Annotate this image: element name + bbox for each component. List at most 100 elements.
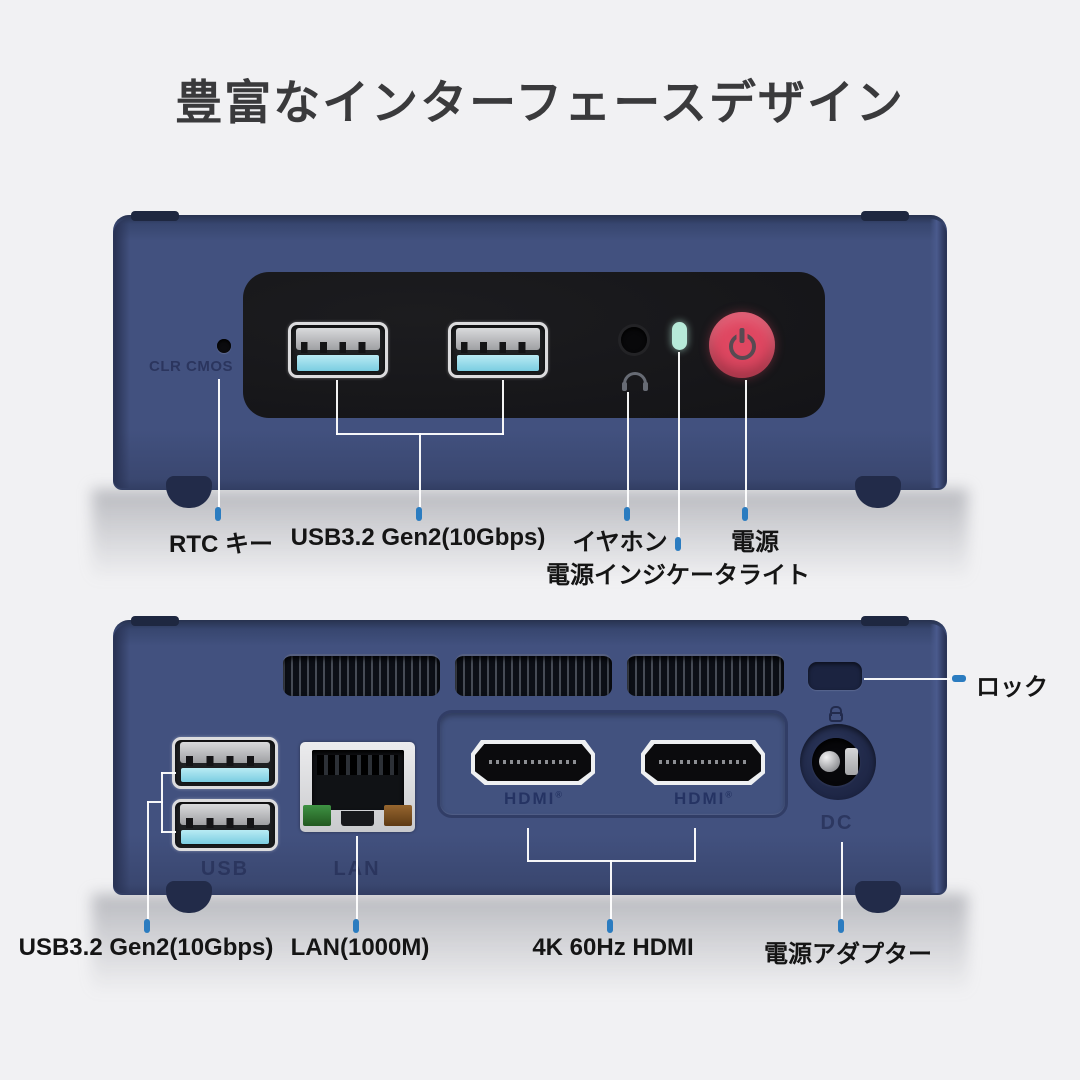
back-usb-port-1 (172, 737, 278, 789)
hdmi-socket (645, 744, 761, 781)
back-device-shadow (92, 894, 968, 1016)
tick-hdmi (607, 919, 613, 933)
callout-stub-usb1 (161, 772, 176, 774)
usb-contacts (186, 755, 264, 766)
power-icon (728, 333, 756, 360)
usb-contacts (461, 342, 535, 353)
tick-usb (416, 507, 422, 521)
usb-contacts (186, 817, 264, 828)
tick-lock (952, 675, 966, 682)
registered-mark: ® (725, 789, 733, 800)
usb-tongue (181, 829, 269, 844)
vent-grille-3 (627, 654, 784, 696)
callout-line-lan (356, 836, 358, 919)
tick-power (742, 507, 748, 521)
callout-line-usb-center (419, 433, 421, 507)
label-hdmi: 4K 60Hz HDMI (532, 934, 694, 961)
rubber-foot (855, 476, 901, 508)
dc-center-pin (819, 751, 840, 772)
left-bevel (113, 219, 130, 488)
callout-line-lock (864, 678, 950, 680)
tick-back-usb (144, 919, 150, 933)
hdmi-pins (488, 760, 578, 765)
back-usb-port-2 (172, 799, 278, 851)
power-button (709, 312, 775, 378)
top-edge-tab (131, 211, 179, 221)
dc-port-word: DC (820, 812, 854, 834)
top-edge-tab (131, 616, 179, 626)
mini-pc-back-view: USB LAN HDMI® HDMI® DC (113, 616, 947, 913)
callout-line-hdmi1 (527, 828, 529, 862)
callout-line-power (745, 380, 747, 507)
usb-tongue (181, 767, 269, 782)
label-power-indicator: 電源インジケータライト (546, 562, 810, 589)
vent-grille-1 (283, 654, 440, 696)
front-io-panel (243, 272, 825, 418)
tick-indicator (675, 537, 681, 551)
rubber-foot (855, 881, 901, 913)
lan-port-word: LAN (333, 858, 380, 881)
hdmi-port-1 (471, 740, 595, 785)
rj45-socket (311, 750, 404, 811)
top-edge-tab (861, 616, 909, 626)
page-title: 豊富なインターフェースデザイン (175, 76, 905, 129)
front-device-shadow (92, 489, 968, 601)
callout-line-usb2 (502, 380, 504, 435)
callout-line-back-usb (147, 801, 149, 919)
callout-line-hdmi2 (694, 828, 696, 862)
registered-mark: ® (555, 789, 563, 800)
callout-line-hdmi-center (610, 860, 612, 919)
clr-cmos-pinhole (217, 339, 231, 353)
usb-contacts (301, 342, 375, 353)
usb-tongue (456, 355, 540, 371)
clr-cmos-label: CLR CMOS (149, 358, 233, 375)
padlock-icon (829, 712, 843, 722)
dc-side-tab (845, 748, 858, 775)
front-usb-port-1 (288, 322, 388, 378)
label-front-usb: USB3.2 Gen2(10Gbps) (290, 524, 546, 551)
rubber-foot (166, 476, 212, 508)
left-bevel (113, 624, 130, 893)
label-back-usb: USB3.2 Gen2(10Gbps) (18, 934, 274, 961)
label-lan: LAN(1000M) (290, 934, 430, 961)
headphone-icon (622, 372, 648, 391)
hdmi-word: HDMI (503, 789, 556, 808)
hdmi-port-word: HDMI® (674, 789, 732, 809)
usb-port-word: USB (200, 858, 250, 880)
mini-pc-front-view: CLR CMOS (113, 211, 947, 508)
right-bevel (930, 219, 947, 488)
tick-lan (353, 919, 359, 933)
callout-line-rtc (218, 379, 220, 507)
kensington-lock-slot (808, 662, 862, 690)
tick-dc (838, 919, 844, 933)
usb-tongue (296, 355, 380, 371)
dc-power-jack (800, 724, 876, 800)
rj45-clip-notch (341, 811, 374, 826)
callout-stub-usb2 (161, 831, 176, 833)
lan-port (300, 742, 415, 832)
callout-line-dc (841, 842, 843, 919)
right-bevel (930, 624, 947, 893)
top-edge-tab (861, 211, 909, 221)
label-lock: ロック (976, 674, 1048, 701)
callout-line-usb1 (336, 380, 338, 435)
hdmi-port-word: HDMI® (504, 789, 562, 809)
hdmi-word: HDMI (673, 789, 726, 808)
label-rtc-key: RTC キー (169, 531, 273, 558)
hdmi-port-2 (641, 740, 765, 785)
front-usb-port-2 (448, 322, 548, 378)
lan-led-amber (383, 805, 412, 826)
callout-line-earphone (627, 392, 629, 507)
tick-rtc (215, 507, 221, 521)
lan-led-green (303, 805, 332, 826)
label-power: 電源 (731, 529, 779, 556)
headphone-jack (621, 327, 647, 353)
power-indicator-light (672, 322, 687, 350)
callout-line-indicator (678, 352, 680, 537)
hdmi-socket (475, 744, 591, 781)
tick-earphone (624, 507, 630, 521)
label-power-adapter: 電源アダプター (764, 941, 932, 968)
rubber-foot (166, 881, 212, 913)
vent-grille-2 (455, 654, 612, 696)
